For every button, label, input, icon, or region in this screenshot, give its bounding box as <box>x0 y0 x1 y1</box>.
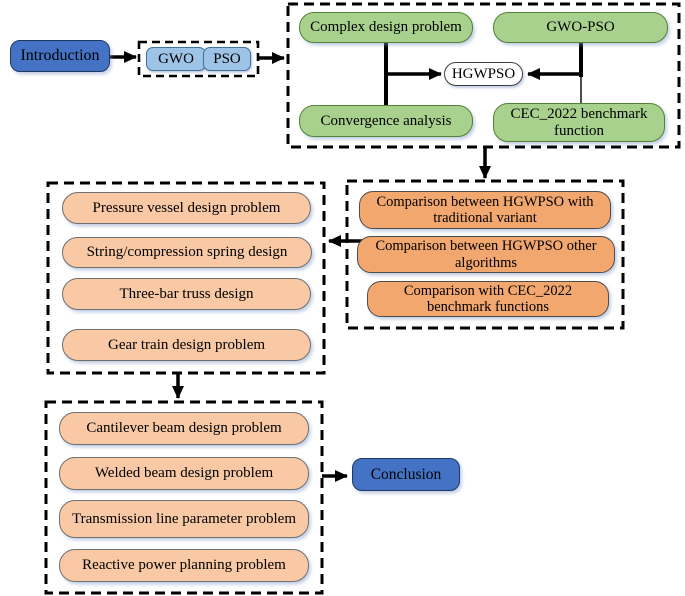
node-conclusion: Conclusion <box>352 458 460 491</box>
node-reactive-power: Reactive power planning problem <box>59 549 309 582</box>
node-pressure-vessel: Pressure vessel design problem <box>62 192 311 224</box>
node-hgwpso: HGWPSO <box>444 62 523 86</box>
hgwpso-group-dashed-border <box>286 2 681 149</box>
node-gear-train: Gear train design problem <box>62 329 311 361</box>
node-comparison-other-algorithms: Comparison between HGWPSO other algorith… <box>357 236 615 273</box>
node-transmission-line: Transmission line parameter problem <box>59 500 309 538</box>
node-gwo-pso: GWO-PSO <box>493 12 668 43</box>
node-comparison-cec-benchmark: Comparison with CEC_2022 benchmark funct… <box>367 281 609 317</box>
node-complex-design-problem: Complex design problem <box>299 12 473 43</box>
design-group1-dashed-border <box>46 181 326 375</box>
gwo-pso-group-dashed-border <box>137 40 260 78</box>
node-convergence-analysis: Convergence analysis <box>299 105 473 137</box>
design-group2-dashed-border <box>44 400 324 595</box>
node-cec-2022-benchmark-function: CEC_2022 benchmark function <box>493 103 665 142</box>
node-introduction: Introduction <box>10 40 110 72</box>
node-three-bar-truss: Three-bar truss design <box>62 278 311 310</box>
node-welded-beam: Welded beam design problem <box>59 457 309 490</box>
node-pso: PSO <box>203 47 251 71</box>
node-gwo: GWO <box>146 47 206 71</box>
node-cantilever-beam: Cantilever beam design problem <box>59 412 309 445</box>
comparison-group-dashed-border <box>345 179 625 330</box>
node-comparison-traditional-variant: Comparison between HGWPSO with tradition… <box>359 191 611 229</box>
node-spring-design: String/compression spring design <box>62 237 312 268</box>
